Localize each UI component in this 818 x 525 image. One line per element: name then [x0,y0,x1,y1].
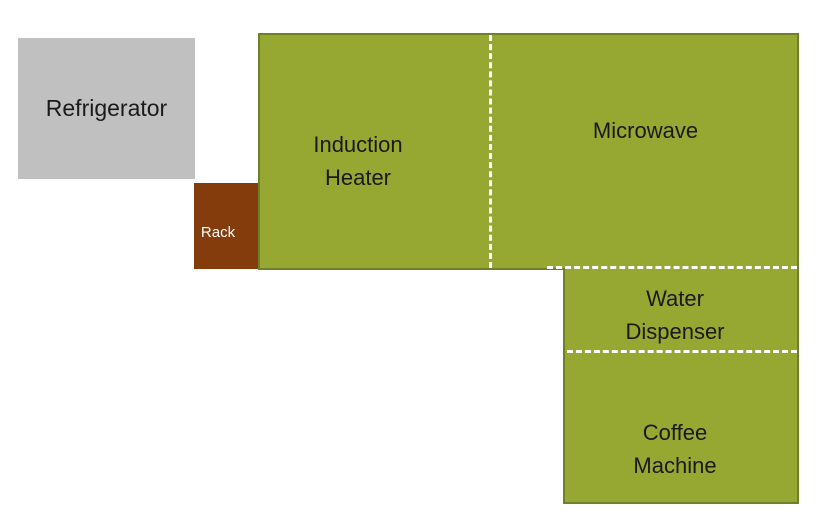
water-dispenser-label-line2: Dispenser [625,319,725,344]
coffee-machine-label-line2: Machine [633,453,717,478]
microwave-label: Microwave [592,118,699,143]
rack-block [194,183,260,269]
refrigerator-block [18,38,195,179]
water-dispenser-label-line1: Water [646,286,704,311]
water-dispenser-label: Water Dispenser [563,282,787,348]
water-coffee-divider [567,350,797,353]
coffee-machine-label-line1: Coffee [642,420,708,445]
induction-heater-label-line2: Heater [324,165,392,190]
top-counter-block [258,33,799,270]
microwave-water-divider [547,266,797,269]
rack-label: Rack [200,224,236,241]
induction-heater-label-line1: Induction [313,132,403,157]
side-counter-block [563,268,799,504]
induction-heater-label: Induction Heater [258,128,458,194]
coffee-machine-label: Coffee Machine [563,416,787,482]
induction-microwave-divider [489,35,492,268]
refrigerator-label: Refrigerator [45,95,168,121]
